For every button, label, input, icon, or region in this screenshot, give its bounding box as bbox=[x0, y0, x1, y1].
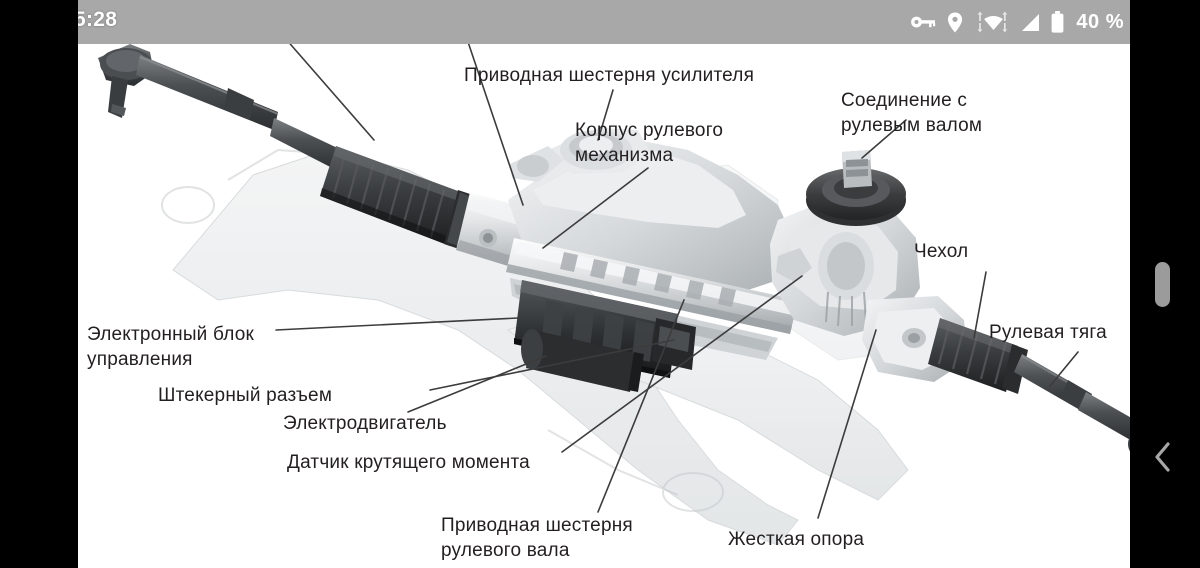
label-line-2: рулевым валом bbox=[841, 115, 983, 136]
label-line-2: управления bbox=[87, 349, 193, 370]
label-line-1: Электронный блок bbox=[87, 324, 254, 345]
label-electronic-control-unit: Электронный блок управления bbox=[87, 322, 287, 372]
label-line-2: механизма bbox=[575, 145, 674, 166]
battery-percent-label: 40 % bbox=[1076, 10, 1124, 33]
location-pin-icon bbox=[947, 12, 963, 33]
cellular-signal-icon bbox=[1019, 13, 1040, 32]
label-booster-drive-pinion: Приводная шестерня усилителя bbox=[464, 65, 755, 86]
label-line-1: Соединение с bbox=[841, 90, 968, 111]
label-steering-shaft-joint: Соединение с рулевым валом bbox=[841, 88, 1021, 138]
label-line-2: рулевого вала bbox=[441, 540, 570, 561]
vpn-key-icon bbox=[910, 13, 936, 31]
label-electric-motor: Электродвигатель bbox=[283, 413, 447, 434]
label-steering-shaft-pinion: Приводная шестерня рулевого вала bbox=[441, 513, 661, 563]
label-tie-rod: Рулевая тяга bbox=[989, 322, 1107, 343]
chevron-left-icon[interactable] bbox=[1150, 440, 1176, 474]
wifi-icon bbox=[974, 11, 1008, 33]
scrollbar-thumb[interactable] bbox=[1155, 262, 1170, 307]
vertical-scrollbar[interactable] bbox=[1130, 0, 1200, 568]
label-plug-connector: Штекерный разъем bbox=[158, 385, 333, 406]
image-viewer-content[interactable]: 15:28 bbox=[78, 0, 1130, 568]
battery-icon bbox=[1051, 11, 1064, 33]
label-boot: Чехол bbox=[914, 241, 969, 262]
status-bar: 15:28 bbox=[78, 0, 1130, 44]
status-bar-clock: 15:28 bbox=[78, 8, 118, 31]
label-line-1: Корпус рулевого bbox=[575, 120, 724, 141]
label-line-1: Приводная шестерня bbox=[441, 515, 633, 536]
steering-rack-diagram bbox=[78, 0, 1130, 568]
status-bar-icon-group: 40 % bbox=[910, 0, 1124, 44]
label-torque-sensor: Датчик крутящего момента bbox=[287, 452, 530, 473]
label-rigid-support: Жесткая опора bbox=[728, 529, 865, 550]
label-steering-gear-housing: Корпус рулевого механизма bbox=[575, 118, 765, 168]
